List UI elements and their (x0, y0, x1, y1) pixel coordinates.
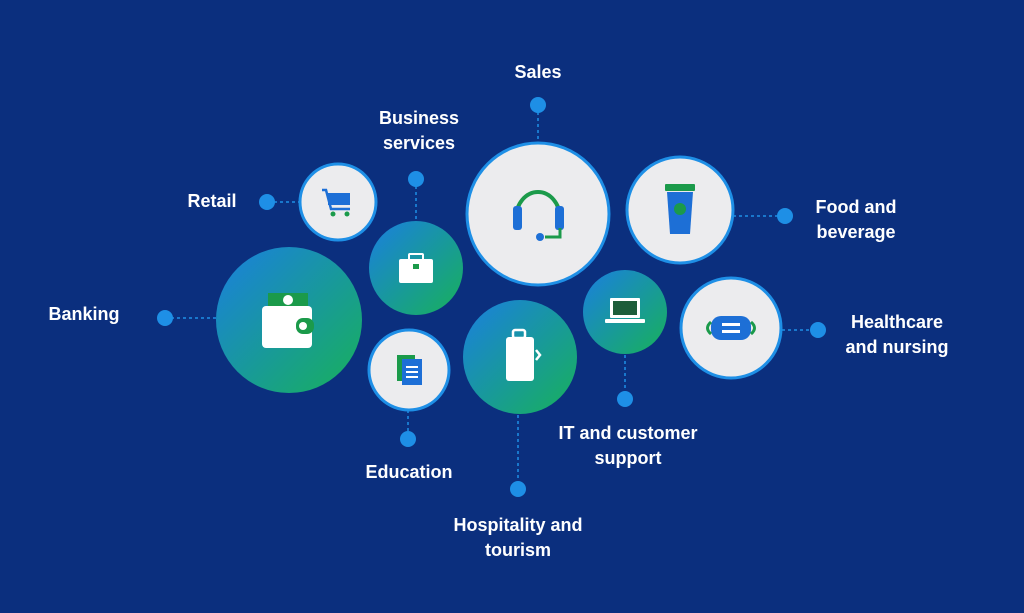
label-retail: Retail (172, 189, 252, 214)
dot-it (617, 391, 633, 407)
label-healthcare-line2: and nursing (845, 337, 949, 357)
label-food-line1: Food and (815, 197, 897, 217)
label-hospitality: Hospitality and tourism (428, 513, 608, 563)
label-banking-line1: Banking (48, 304, 120, 324)
label-healthcare: Healthcare and nursing (827, 310, 967, 360)
bubble-retail (298, 162, 378, 242)
bubble-hospitality (463, 300, 577, 414)
headset-icon (513, 190, 564, 241)
bubble-healthcare (679, 276, 783, 380)
label-it: IT and customer support (538, 421, 718, 471)
coffee-cup-icon (665, 184, 695, 234)
bubble-banking (216, 247, 362, 393)
dot-sales (530, 97, 546, 113)
label-education: Education (349, 460, 469, 485)
label-retail-line1: Retail (187, 191, 237, 211)
label-food-line2: beverage (816, 222, 896, 242)
bubble-food (625, 155, 735, 265)
shopping-cart-icon (322, 188, 350, 217)
bubble-education (367, 328, 451, 412)
dot-banking (157, 310, 173, 326)
suitcase-icon (506, 328, 542, 381)
bubble-business (369, 221, 463, 315)
dot-business (408, 171, 424, 187)
dot-healthcare (810, 322, 826, 338)
connector-dots (157, 97, 826, 497)
label-sales: Sales (488, 60, 588, 85)
label-healthcare-line1: Healthcare (850, 312, 944, 332)
bubble-sales (465, 141, 611, 287)
label-hospitality-line1: Hospitality and (453, 515, 583, 535)
label-food: Food and beverage (796, 195, 916, 245)
bubble-it (583, 270, 667, 354)
label-business-line2: services (382, 133, 456, 153)
label-business-line1: Business (378, 108, 460, 128)
label-banking: Banking (34, 302, 134, 327)
label-sales-line1: Sales (514, 62, 562, 82)
briefcase-icon (399, 253, 433, 283)
dot-food (777, 208, 793, 224)
dot-hospitality (510, 481, 526, 497)
laptop-icon (605, 298, 645, 323)
book-icon (397, 355, 422, 385)
wallet-icon (262, 293, 314, 348)
label-it-line2: support (594, 448, 662, 468)
dot-retail (259, 194, 275, 210)
label-hospitality-line2: tourism (484, 540, 551, 560)
label-business: Business services (349, 106, 489, 156)
face-mask-icon (706, 316, 756, 340)
label-education-line1: Education (365, 462, 453, 482)
label-it-line1: IT and customer (558, 423, 698, 443)
dot-education (400, 431, 416, 447)
